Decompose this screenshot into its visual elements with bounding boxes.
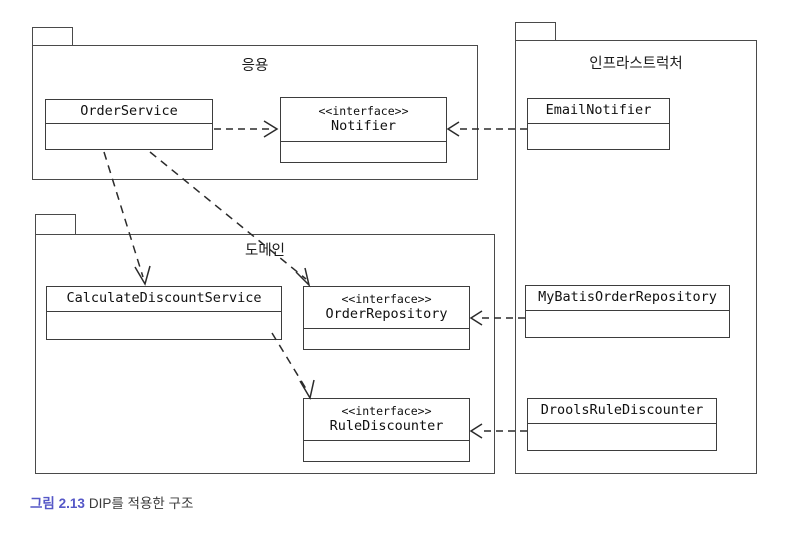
stereotype-rule-discounter: <<interface>> <box>341 403 432 418</box>
class-notifier[interactable]: <<interface>> Notifier <box>280 97 447 163</box>
class-body-calculate-discount-service <box>47 312 281 339</box>
class-body-mybatis-order-repository <box>526 311 729 337</box>
class-name-order-service: OrderService <box>80 102 178 119</box>
class-body-rule-discounter <box>304 441 469 461</box>
stereotype-notifier: <<interface>> <box>318 103 409 118</box>
class-header-rule-discounter: <<interface>> RuleDiscounter <box>304 399 469 441</box>
class-body-order-service <box>46 124 212 149</box>
class-name-mybatis-order-repository: MyBatisOrderRepository <box>538 289 717 306</box>
class-mybatis-order-repository[interactable]: MyBatisOrderRepository <box>525 285 730 338</box>
figure-caption-text: DIP를 적용한 구조 <box>88 496 194 511</box>
class-name-order-repository: OrderRepository <box>325 306 448 323</box>
package-label-application: 응용 <box>241 58 269 74</box>
class-header-calculate-discount-service: CalculateDiscountService <box>47 287 281 312</box>
package-tab-application <box>32 27 73 46</box>
class-body-drools-rule-discounter <box>528 424 716 450</box>
class-header-drools-rule-discounter: DroolsRuleDiscounter <box>528 399 716 424</box>
class-header-mybatis-order-repository: MyBatisOrderRepository <box>526 286 729 311</box>
class-email-notifier[interactable]: EmailNotifier <box>527 98 670 150</box>
class-name-rule-discounter: RuleDiscounter <box>329 418 444 435</box>
stereotype-order-repository: <<interface>> <box>341 291 432 306</box>
class-body-order-repository <box>304 329 469 349</box>
package-label-infrastructure: 인프라스트럭처 <box>589 56 683 72</box>
class-order-service[interactable]: OrderService <box>45 99 213 150</box>
class-header-email-notifier: EmailNotifier <box>528 99 669 124</box>
class-name-drools-rule-discounter: DroolsRuleDiscounter <box>540 402 704 419</box>
class-name-notifier: Notifier <box>330 118 397 135</box>
package-label-domain: 도메인 <box>244 243 286 259</box>
class-header-notifier: <<interface>> Notifier <box>281 98 446 142</box>
class-drools-rule-discounter[interactable]: DroolsRuleDiscounter <box>527 398 717 451</box>
class-name-email-notifier: EmailNotifier <box>545 102 652 119</box>
package-tab-domain <box>35 214 76 234</box>
class-calculate-discount-service[interactable]: CalculateDiscountService <box>46 286 282 340</box>
class-order-repository[interactable]: <<interface>> OrderRepository <box>303 286 470 350</box>
package-tab-infrastructure <box>515 22 556 41</box>
class-header-order-repository: <<interface>> OrderRepository <box>304 287 469 329</box>
figure-number: 그림 2.13 <box>30 496 85 511</box>
class-rule-discounter[interactable]: <<interface>> RuleDiscounter <box>303 398 470 462</box>
class-header-order-service: OrderService <box>46 100 212 124</box>
class-body-email-notifier <box>528 124 669 149</box>
class-body-notifier <box>281 142 446 162</box>
class-name-calculate-discount-service: CalculateDiscountService <box>66 290 262 307</box>
